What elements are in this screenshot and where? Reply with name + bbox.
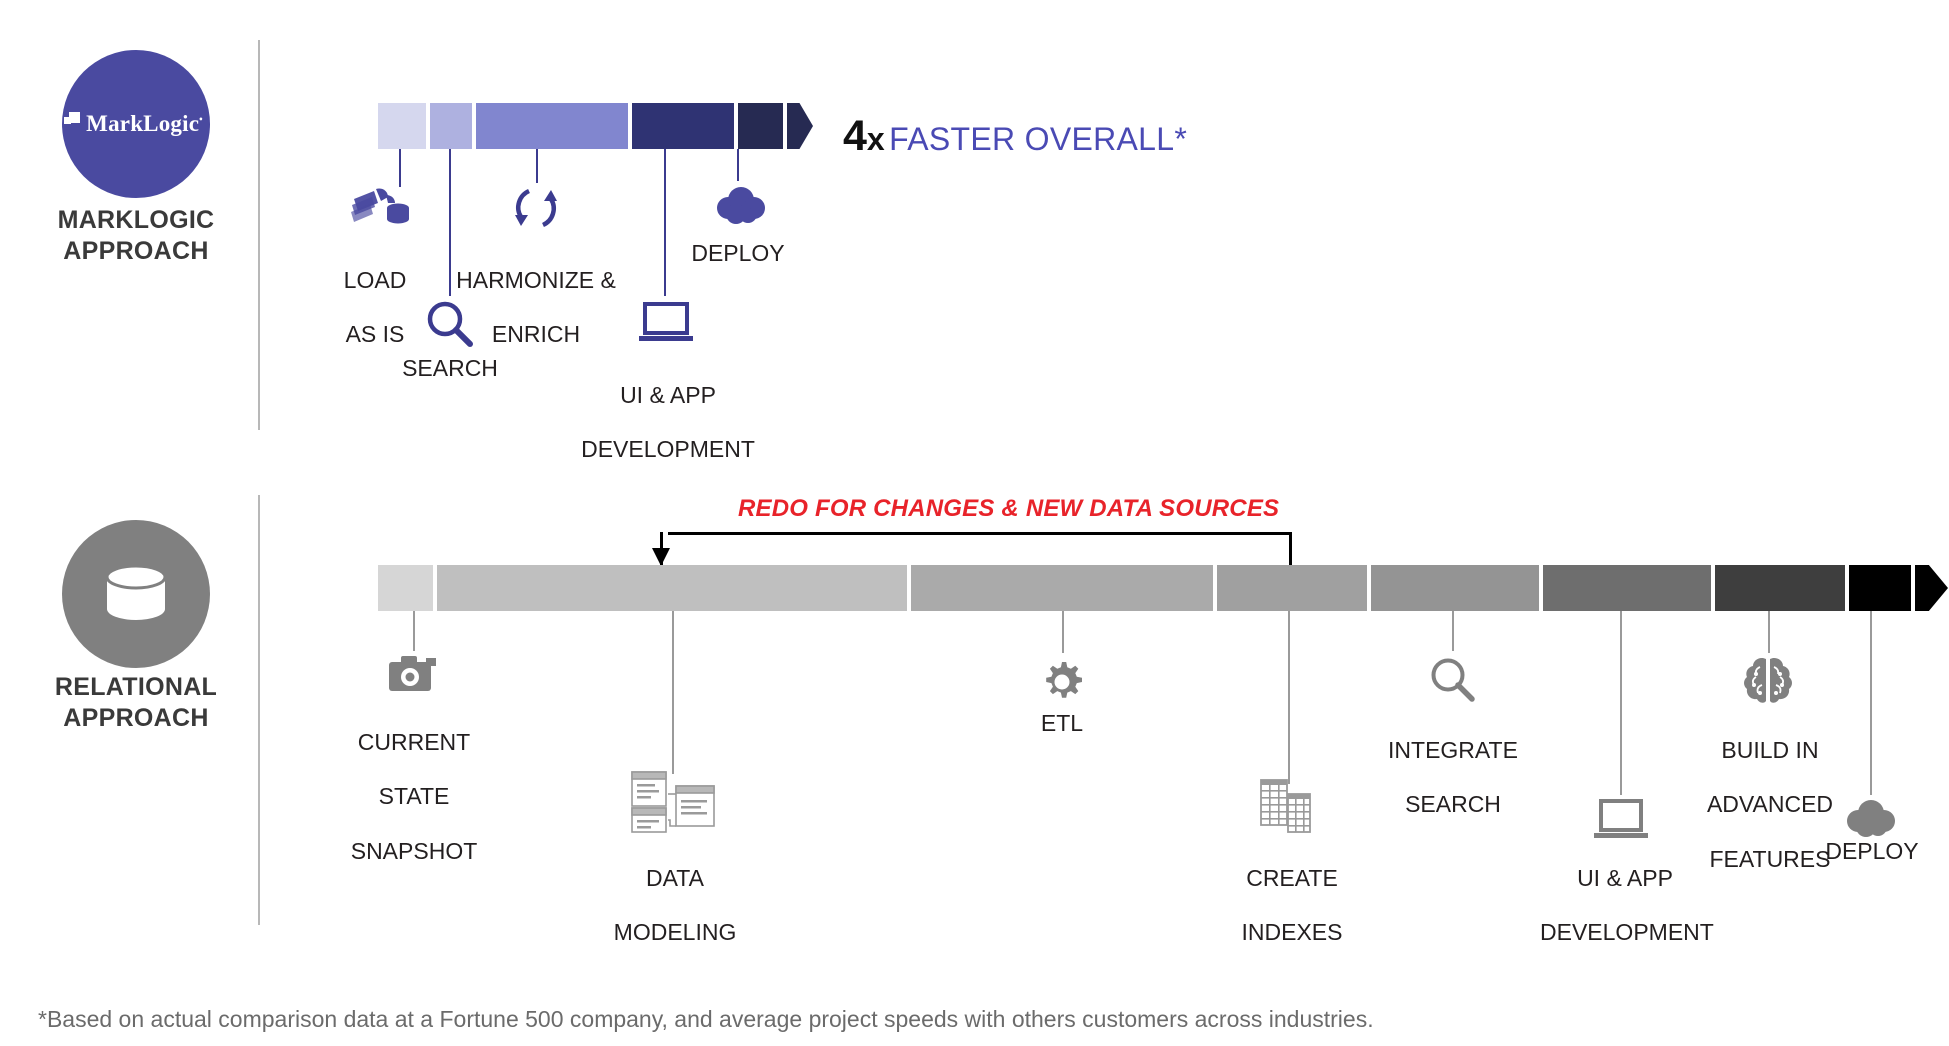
ml-node-label-search: SEARCH xyxy=(402,355,498,381)
rel-segment-build-advanced xyxy=(1715,565,1845,611)
rel-node-label-create-indexes-l2: INDEXES xyxy=(1241,919,1343,946)
rel-node-label-build-advanced: BUILD IN ADVANCED FEATURES xyxy=(1690,710,1850,900)
rel-segment-integrate-search xyxy=(1371,565,1539,611)
search-icon xyxy=(424,298,476,355)
rel-node-label-build-advanced-l3: FEATURES xyxy=(1709,845,1831,872)
gear-icon xyxy=(1038,658,1086,711)
redo-arrow-icon xyxy=(652,548,670,566)
connector-rel-current-state xyxy=(413,611,415,651)
camera-icon xyxy=(388,655,438,698)
connector-rel-data-modeling xyxy=(672,611,674,774)
divider-top xyxy=(258,40,260,430)
ml-node-label-load: LOAD AS IS xyxy=(320,240,430,376)
ml-node-label-harmonize-line2: ENRICH xyxy=(491,321,581,348)
divider-bottom xyxy=(258,495,260,925)
rel-node-label-ui-app-dev-l2: DEVELOPMENT xyxy=(1540,919,1714,946)
rel-node-label-current-state-l1: CURRENT xyxy=(357,729,471,756)
cloud-icon xyxy=(712,186,768,231)
connector-ml-harmonize xyxy=(536,149,538,183)
ml-node-label-harmonize-line1: HARMONIZE & xyxy=(456,267,616,294)
relational-timeline-bar xyxy=(378,565,1948,611)
marklogic-approach-label: MARKLOGIC APPROACH xyxy=(57,206,215,265)
harmonize-icon xyxy=(510,182,562,239)
ml-node-label-uiapp: UI & APP DEVELOPMENT xyxy=(578,355,758,491)
redo-bracket-top xyxy=(668,532,1292,535)
rel-node-label-data-modeling-l1: DATA xyxy=(646,865,704,892)
rel-node-label-data-modeling-l2: MODELING xyxy=(613,919,737,946)
rel-node-label-integrate-search: INTEGRATE SEARCH xyxy=(1378,710,1528,846)
rel-node-label-integrate-search-l2: SEARCH xyxy=(1405,791,1501,818)
marklogic-wordmark: MarkLogic• xyxy=(64,111,203,137)
connector-rel-create-indexes xyxy=(1288,611,1290,784)
laptop-icon xyxy=(637,300,695,353)
database-icon xyxy=(1258,778,1320,839)
ml-node-label-harmonize: HARMONIZE & ENRICH xyxy=(446,240,626,376)
rel-node-label-deploy: DEPLOY xyxy=(1825,838,1919,864)
rel-node-label-current-state: CURRENT STATE SNAPSHOT xyxy=(338,702,490,892)
rel-node-label-data-modeling: DATA MODELING xyxy=(600,838,750,974)
rel-node-label-create-indexes: CREATE INDEXES xyxy=(1218,838,1366,974)
brain-icon xyxy=(1742,655,1794,712)
rel-node-label-integrate-search-l1: INTEGRATE xyxy=(1388,737,1518,764)
connector-rel-ui-app-dev xyxy=(1620,611,1622,795)
rel-node-label-build-advanced-l1: BUILD IN xyxy=(1721,737,1819,764)
ml-segment-arrowhead xyxy=(787,103,813,149)
rel-segment-create-indexes xyxy=(1217,565,1367,611)
redo-bracket-right xyxy=(1289,532,1292,566)
rel-segment-deploy xyxy=(1849,565,1911,611)
ml-node-label-load-line2: AS IS xyxy=(345,321,405,348)
headline-multiplier: x xyxy=(866,121,885,157)
search-icon xyxy=(1428,655,1478,710)
ml-node-label-uiapp-line1: UI & APP xyxy=(620,382,716,409)
cloud-icon xyxy=(1842,798,1898,845)
data-modeling-icon xyxy=(630,770,716,839)
ml-segment-ui-app-dev xyxy=(632,103,734,149)
connector-ml-search xyxy=(449,149,451,296)
headline-number: 4 xyxy=(843,112,867,160)
connector-rel-deploy xyxy=(1870,611,1872,795)
connector-rel-etl xyxy=(1062,611,1064,653)
connector-ml-load xyxy=(399,149,401,187)
marklogic-logo-text: MarkLogic xyxy=(86,111,200,136)
rel-node-label-build-advanced-l2: ADVANCED xyxy=(1706,791,1834,818)
redo-callout-text: REDO FOR CHANGES & NEW DATA SOURCES xyxy=(738,495,1280,522)
relational-approach-label: RELATIONAL APPROACH xyxy=(54,673,218,732)
trademark-icon: • xyxy=(199,114,203,126)
rel-node-label-ui-app-dev: UI & APP DEVELOPMENT xyxy=(1540,838,1714,974)
connector-rel-build-advanced xyxy=(1768,611,1770,653)
rel-node-label-current-state-l3: SNAPSHOT xyxy=(350,837,478,864)
footnote: *Based on actual comparison data at a Fo… xyxy=(38,1006,1374,1032)
rel-segment-etl xyxy=(911,565,1213,611)
ml-node-label-load-line1: LOAD xyxy=(343,267,407,294)
rel-node-label-create-indexes-l1: CREATE xyxy=(1246,865,1338,892)
ml-segment-harmonize xyxy=(476,103,628,149)
rel-node-label-ui-app-dev-l1: UI & APP xyxy=(1577,865,1673,892)
ml-node-label-uiapp-line2: DEVELOPMENT xyxy=(581,436,755,463)
connector-ml-deploy xyxy=(737,149,739,181)
rel-segment-data-modeling xyxy=(437,565,907,611)
headline-4x-faster: 4x FASTER OVERALL* xyxy=(843,112,1187,161)
marklogic-square-icon xyxy=(64,111,81,124)
connector-ml-uiapp xyxy=(664,149,666,296)
rel-segment-arrowhead xyxy=(1915,565,1948,611)
connector-rel-integrate-search xyxy=(1452,611,1454,651)
rel-segment-ui-app-dev xyxy=(1543,565,1711,611)
relational-database-badge xyxy=(62,520,210,668)
headline-rest: FASTER OVERALL* xyxy=(889,121,1188,157)
ml-segment-search xyxy=(430,103,472,149)
rel-segment-current-state xyxy=(378,565,433,611)
redo-bracket xyxy=(668,532,1292,566)
ml-segment-deploy xyxy=(738,103,783,149)
marklogic-timeline-bar xyxy=(378,103,813,149)
rel-node-label-current-state-l2: STATE xyxy=(378,783,450,810)
rel-node-label-etl: ETL xyxy=(1040,710,1084,736)
ml-segment-load-as-is xyxy=(378,103,426,149)
ml-node-label-deploy: DEPLOY xyxy=(691,240,785,266)
laptop-icon xyxy=(1592,798,1650,849)
marklogic-logo-badge: MarkLogic• xyxy=(62,50,210,198)
database-cylinder-icon xyxy=(105,564,167,620)
load-data-icon xyxy=(348,185,410,238)
